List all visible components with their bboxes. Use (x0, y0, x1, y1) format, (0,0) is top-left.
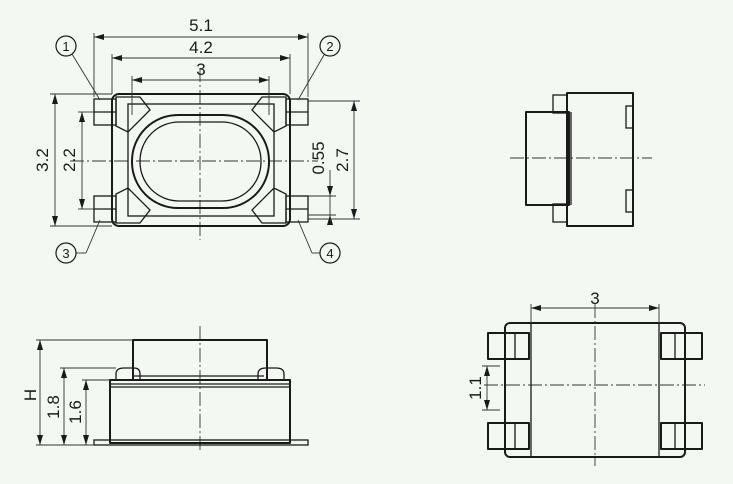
dim-button-width: 3 (196, 60, 205, 79)
button-outline (131, 114, 270, 209)
pin-label-1: 1 (62, 39, 69, 54)
dim-overall-height: 3.2 (33, 148, 52, 172)
dim-height-1-8: 1.8 (44, 395, 63, 419)
dim-pin-spacing: 2.2 (60, 148, 79, 172)
side-view (510, 92, 652, 227)
dim-height-1-6: 1.6 (66, 400, 85, 424)
top-body-outline (111, 93, 291, 227)
front-body-outline (109, 379, 291, 444)
dim-body-width: 4.2 (189, 38, 213, 57)
pin-label-3: 3 (62, 246, 69, 261)
pin-label-2: 2 (326, 39, 333, 54)
side-body-outline (566, 92, 634, 227)
dim-bottom-width: 3 (590, 289, 599, 308)
dim-overall-width: 5.1 (189, 16, 213, 35)
pin-label-4: 4 (326, 246, 333, 261)
dim-body-height: 2.7 (333, 148, 352, 172)
dim-total-height: H (21, 389, 40, 401)
bottom-view: 3 1.1 (466, 289, 705, 466)
dim-bottom-gap: 1.1 (466, 376, 485, 400)
top-view: 5.1 4.2 3 3.2 2.2 0.55 (33, 16, 360, 264)
dim-pin-width: 0.55 (309, 141, 328, 174)
front-view: H 1.8 1.6 (21, 326, 309, 452)
